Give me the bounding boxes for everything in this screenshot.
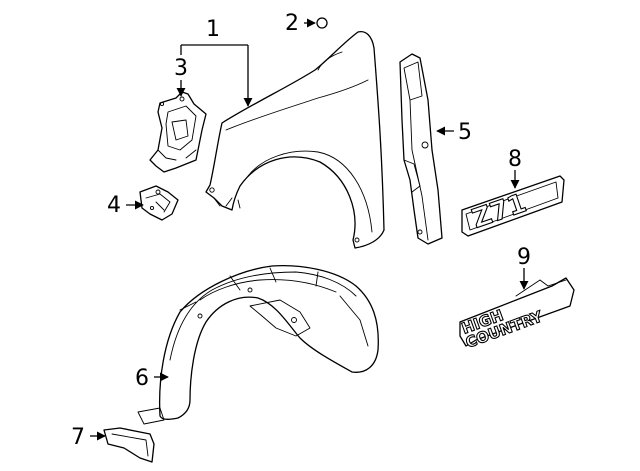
callout-labels: 1 2 3 4 5 6 7 8 9: [71, 11, 531, 450]
bracket-part[interactable]: [149, 91, 207, 173]
callout-7: 7: [71, 425, 85, 450]
callout-9: 9: [517, 245, 531, 270]
leader-lines: [90, 18, 529, 441]
high-country-emblem-part[interactable]: HIGH COUNTRY: [459, 277, 575, 352]
pillar-seal-part[interactable]: [399, 53, 443, 245]
callout-2: 2: [285, 11, 299, 36]
clip-part[interactable]: [316, 17, 328, 29]
callout-3: 3: [174, 56, 188, 81]
z71-emblem-text: Z71: [469, 188, 531, 234]
fender-part[interactable]: [205, 30, 385, 249]
small-bracket-part[interactable]: [139, 185, 179, 221]
callout-8: 8: [508, 147, 522, 172]
splash-shield-part[interactable]: [103, 427, 155, 463]
callout-5: 5: [458, 120, 472, 145]
callout-4: 4: [107, 193, 121, 218]
callout-6: 6: [135, 366, 149, 391]
wheelhouse-liner-part[interactable]: [137, 264, 379, 425]
callout-1: 1: [206, 17, 220, 42]
z71-emblem-part[interactable]: Z71: [461, 175, 565, 237]
